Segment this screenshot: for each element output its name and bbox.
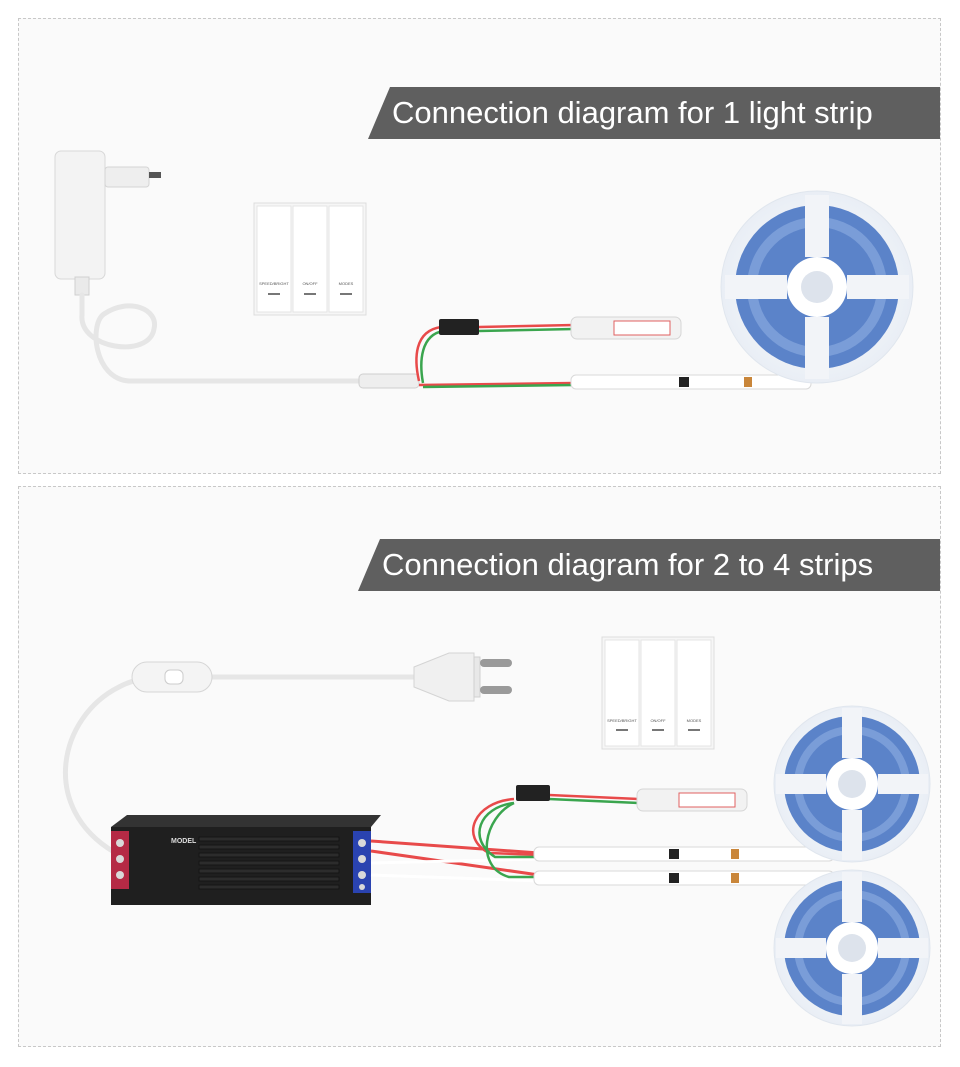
switch-label-onoff: ON/OFF <box>302 281 318 286</box>
led-strip <box>570 374 812 390</box>
dc-connector <box>358 373 420 389</box>
diagram-panel-multi-strip: SPEED/BRIGHT ON/OFF MODES MODEL <box>18 486 941 1047</box>
sm-connector <box>516 785 550 801</box>
single-strip-illustration: SPEED/BRIGHT ON/OFF MODES <box>54 150 914 390</box>
led-strip-2 <box>533 870 835 886</box>
adapter-cable <box>79 292 362 384</box>
signal-wires <box>471 793 640 879</box>
switch-label-speed: SPEED/BRIGHT <box>607 718 637 723</box>
wall-switch: SPEED/BRIGHT ON/OFF MODES <box>253 202 367 316</box>
inline-switch <box>131 661 213 693</box>
led-reel-2 <box>773 869 931 1027</box>
controller <box>570 316 682 340</box>
led-reel-1 <box>773 705 931 863</box>
multi-strip-illustration: SPEED/BRIGHT ON/OFF MODES MODEL <box>63 636 931 1027</box>
led-chip-ic <box>679 377 689 387</box>
eu-plug <box>413 652 512 702</box>
switch-label-modes: MODES <box>687 718 702 723</box>
diagram-title-single-strip: Connection diagram for 1 light strip <box>368 87 940 139</box>
power-supply: MODEL <box>111 815 381 905</box>
led-reel <box>720 190 914 384</box>
power-supply-model-label: MODEL <box>171 838 197 845</box>
sm-connector <box>439 319 479 335</box>
led-strip-1 <box>533 846 835 862</box>
controller <box>636 788 748 812</box>
power-adapter <box>54 150 161 296</box>
switch-label-speed: SPEED/BRIGHT <box>259 281 289 286</box>
signal-wires <box>415 323 575 389</box>
diagram-title-multi-strip: Connection diagram for 2 to 4 strips <box>358 539 940 591</box>
power-wires <box>370 839 540 883</box>
switch-label-onoff: ON/OFF <box>650 718 666 723</box>
switch-label-modes: MODES <box>339 281 354 286</box>
wall-switch: SPEED/BRIGHT ON/OFF MODES <box>601 636 715 750</box>
diagram-panel-single-strip: SPEED/BRIGHT ON/OFF MODES <box>18 18 941 474</box>
